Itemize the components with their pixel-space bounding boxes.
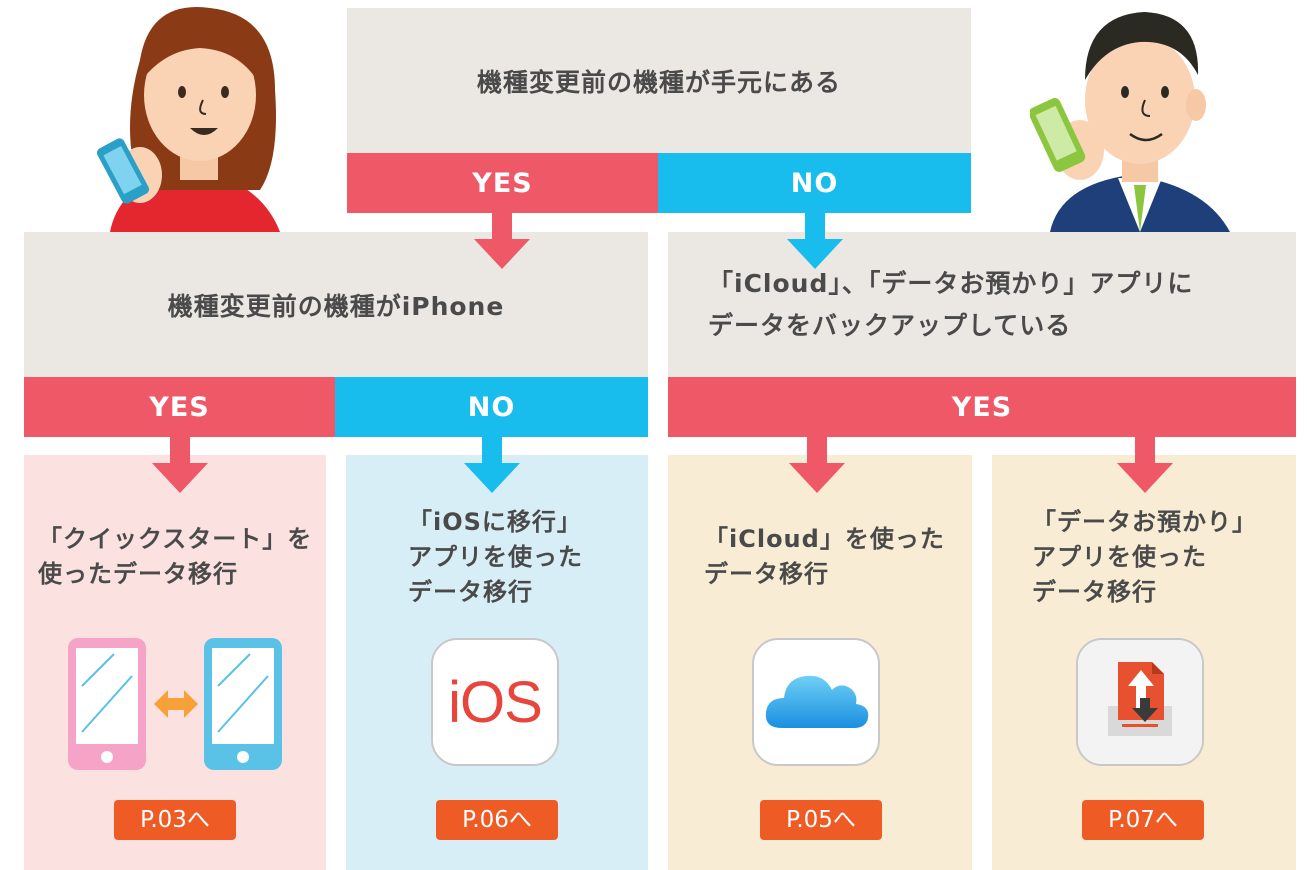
result-line: データ移行 bbox=[704, 560, 829, 588]
page-link-p03[interactable]: P.03へ bbox=[114, 800, 236, 840]
result-move-to-ios-text: 「iOSに移行」 アプリを使った データ移行 bbox=[408, 505, 583, 610]
result-line: データ移行 bbox=[408, 578, 533, 606]
data-backup-app-icon bbox=[1076, 638, 1204, 766]
top-question-box: 機種変更前の機種が手元にある bbox=[347, 8, 971, 153]
result-line: 「クイックスタート」を bbox=[38, 525, 313, 553]
arrow-down-icon bbox=[787, 213, 843, 269]
result-line: 「iCloud」を使った bbox=[704, 525, 945, 553]
arrow-down-icon bbox=[464, 437, 520, 493]
result-icloud-text: 「iCloud」を使った データ移行 bbox=[704, 522, 945, 592]
result-data-backup-text: 「データお預かり」 アプリを使った データ移行 bbox=[1032, 505, 1257, 610]
left-question-text: 機種変更前の機種がiPhone bbox=[167, 291, 505, 321]
left-yes-bar: YES bbox=[24, 377, 335, 437]
top-question-text: 機種変更前の機種が手元にある bbox=[476, 67, 841, 97]
left-question-box: 機種変更前の機種がiPhone bbox=[24, 232, 648, 377]
result-line: 「iOSに移行」 bbox=[408, 508, 582, 536]
arrow-down-icon bbox=[1117, 437, 1173, 493]
result-line: アプリを使った bbox=[408, 543, 583, 571]
right-question-line1: 「iCloud」、「データお預かり」アプリに bbox=[708, 268, 1194, 298]
phone-transfer-icon bbox=[68, 638, 282, 770]
page-link-p05[interactable]: P.05へ bbox=[760, 800, 882, 840]
woman-illustration bbox=[96, 7, 280, 232]
man-illustration bbox=[1030, 12, 1230, 232]
result-line: データ移行 bbox=[1032, 578, 1157, 606]
left-no-label: NO bbox=[467, 391, 516, 423]
right-question-line2: データをバックアップしている bbox=[708, 310, 1072, 340]
ios-app-icon: iOS bbox=[431, 638, 559, 766]
page-link-p07[interactable]: P.07へ bbox=[1082, 800, 1204, 840]
right-question-box: 「iCloud」、「データお預かり」アプリに データをバックアップしている bbox=[668, 232, 1296, 377]
result-line: アプリを使った bbox=[1032, 543, 1207, 571]
result-line: 「データお預かり」 bbox=[1032, 508, 1257, 536]
left-no-bar: NO bbox=[335, 377, 648, 437]
right-yes-bar: YES bbox=[668, 377, 1296, 437]
arrow-down-icon bbox=[789, 437, 845, 493]
top-yes-bar: YES bbox=[347, 153, 658, 213]
page-link-p06[interactable]: P.06へ bbox=[436, 800, 558, 840]
top-no-bar: NO bbox=[658, 153, 971, 213]
left-yes-label: YES bbox=[149, 391, 210, 423]
arrow-down-icon bbox=[474, 213, 530, 269]
icloud-icon bbox=[752, 638, 880, 766]
result-line: 使ったデータ移行 bbox=[38, 560, 238, 588]
ios-app-icon-text: iOS bbox=[448, 669, 543, 735]
result-quickstart-text: 「クイックスタート」を 使ったデータ移行 bbox=[38, 522, 312, 592]
top-yes-label: YES bbox=[472, 167, 533, 199]
right-yes-label: YES bbox=[951, 391, 1013, 423]
top-no-label: NO bbox=[790, 167, 839, 199]
arrow-down-icon bbox=[152, 437, 208, 493]
